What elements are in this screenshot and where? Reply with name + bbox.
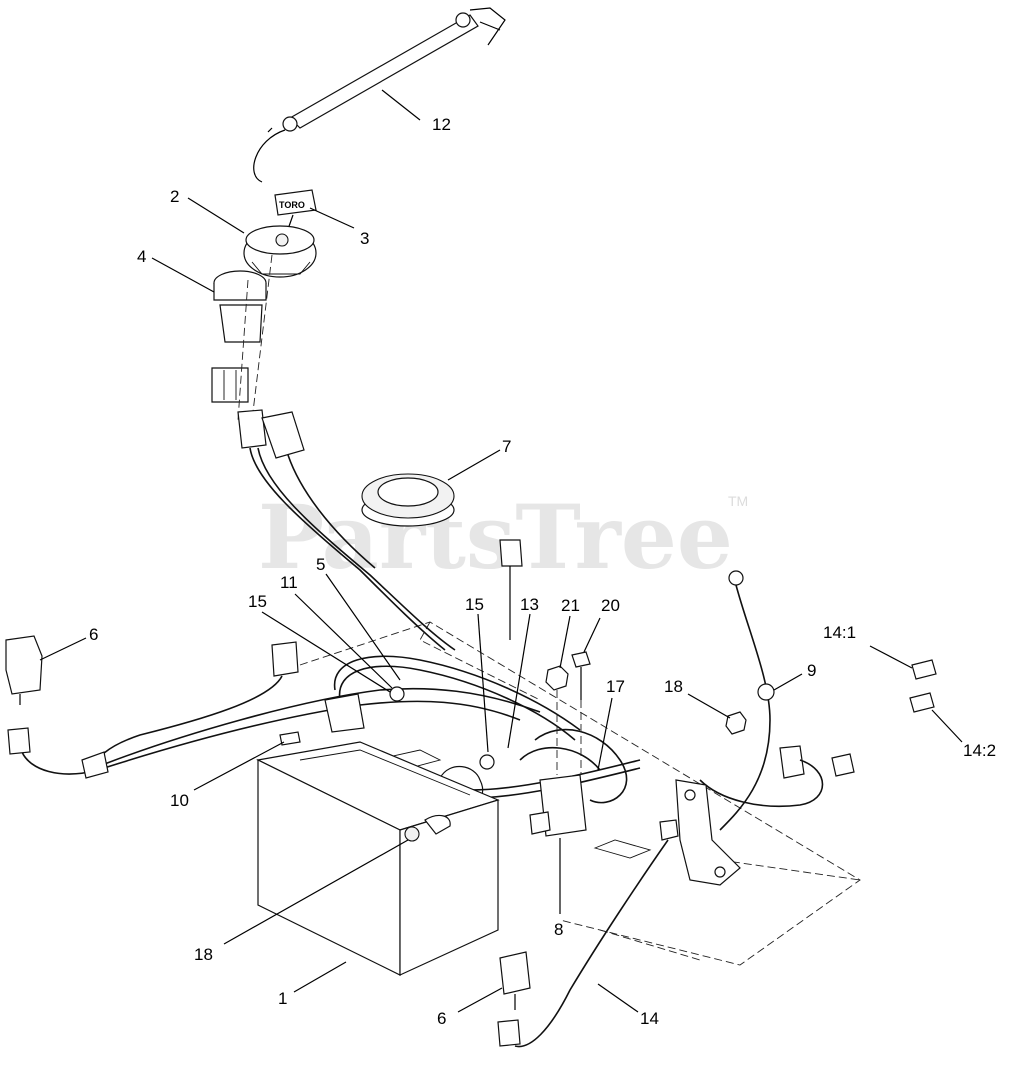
fuse-14-1 <box>911 659 937 680</box>
callout-20: 20 <box>601 596 620 615</box>
harness-connector <box>237 409 456 651</box>
pto-switch <box>211 254 273 421</box>
nut-21 <box>545 665 569 775</box>
relay-left <box>5 635 43 705</box>
fuse-holder <box>499 539 523 640</box>
callout-18-right: 18 <box>664 677 683 696</box>
callout-3: 3 <box>360 229 369 248</box>
harness-lead <box>514 819 679 1048</box>
leader-lines <box>39 89 963 1013</box>
watermark-text: PartsTree <box>258 485 733 589</box>
battery <box>256 741 500 976</box>
watermark-trademark: TM <box>728 493 748 509</box>
ground-wire <box>699 570 855 831</box>
callout-17: 17 <box>606 677 625 696</box>
callout-15-left: 15 <box>248 592 267 611</box>
grommet <box>361 473 455 527</box>
mount-bracket <box>675 779 741 886</box>
callout-9: 9 <box>807 661 816 680</box>
callout-6-bottom: 6 <box>437 1009 446 1028</box>
relay-bottom <box>497 951 531 1047</box>
callout-8: 8 <box>554 920 563 939</box>
callouts: 12 2 3 4 7 5 11 15 6 15 13 21 20 14:1 9 … <box>89 115 996 1028</box>
bolt-20 <box>571 651 591 775</box>
callout-12: 12 <box>432 115 451 134</box>
callout-4: 4 <box>137 247 146 266</box>
callout-14-2: 14:2 <box>963 741 996 760</box>
throttle-cable <box>253 7 506 183</box>
nut-18-right <box>725 711 747 735</box>
callout-18-bottom: 18 <box>194 945 213 964</box>
ignition-switch <box>243 225 317 278</box>
callout-11: 11 <box>280 573 298 592</box>
callout-21: 21 <box>561 596 580 615</box>
callout-5: 5 <box>316 555 325 574</box>
callout-7: 7 <box>502 437 511 456</box>
callout-13: 13 <box>520 595 539 614</box>
callout-14: 14 <box>640 1009 659 1028</box>
key-logo-text: TORO <box>279 200 305 210</box>
callout-1: 1 <box>278 989 287 1008</box>
callout-6-top: 6 <box>89 625 98 644</box>
fuse-14-2 <box>909 692 935 713</box>
starter-solenoid <box>519 728 628 837</box>
callout-14-1: 14:1 <box>823 623 856 642</box>
callout-10: 10 <box>170 791 189 810</box>
callout-15-center: 15 <box>465 595 484 614</box>
callout-2: 2 <box>170 187 179 206</box>
